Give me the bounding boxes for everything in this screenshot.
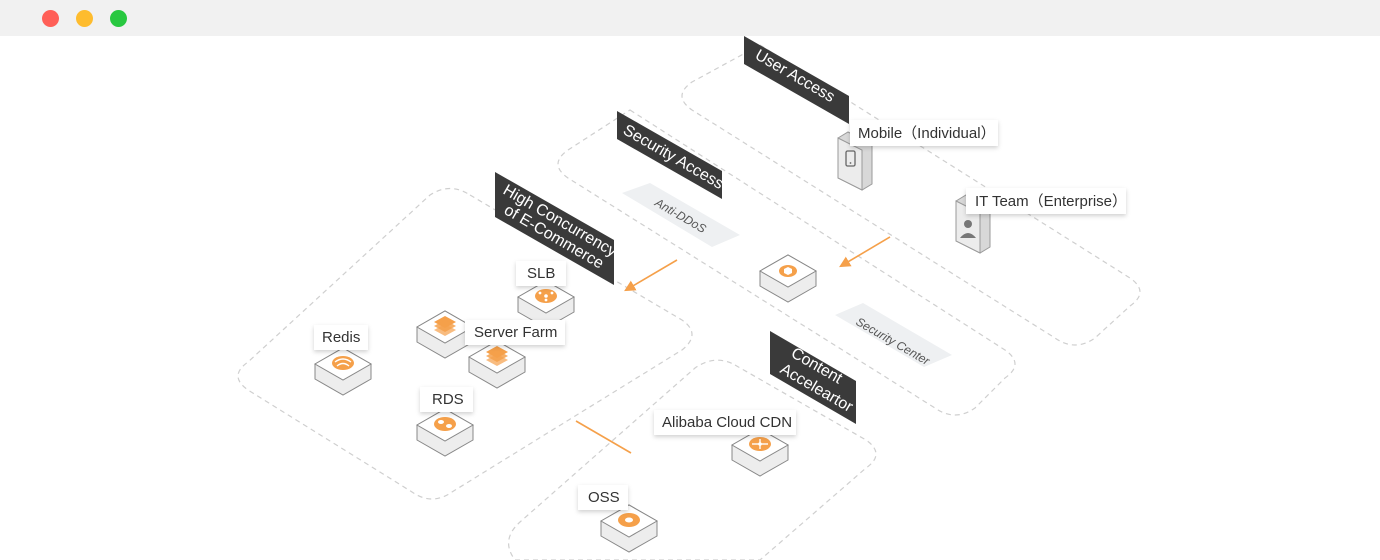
zone-content-accelerator-outline <box>508 359 877 560</box>
zone-high-concurrency-outline <box>237 187 693 500</box>
arrow-user-to-security <box>839 236 891 268</box>
close-window-button[interactable] <box>42 10 59 27</box>
svg-text:OSS: OSS <box>588 489 620 506</box>
zone-security-access-outline <box>557 109 1016 416</box>
svg-text:IT Team（Enterprise）: IT Team（Enterprise） <box>975 193 1127 210</box>
redis-icon <box>332 356 354 370</box>
svg-text:Redis: Redis <box>322 329 360 346</box>
svg-text:Alibaba Cloud CDN: Alibaba Cloud CDN <box>662 414 792 431</box>
svg-text:Security Access: Security Access <box>620 122 726 193</box>
connector-ecommerce-to-cdn <box>575 420 632 454</box>
security-shield-tile[interactable] <box>758 254 818 303</box>
zone-banner-user-access: User Access <box>744 36 849 124</box>
storage-icon <box>618 513 640 527</box>
arrow-security-to-ecommerce <box>624 259 678 292</box>
oss-tile[interactable] <box>599 504 659 553</box>
svg-text:RDS: RDS <box>432 391 464 408</box>
node-label-it-team: IT Team（Enterprise） <box>966 188 1127 214</box>
person-icon <box>960 220 976 238</box>
maximize-window-button[interactable] <box>110 10 127 27</box>
zone-user-access-outline <box>681 44 1141 346</box>
node-label-redis: Redis <box>314 325 368 350</box>
svg-text:Mobile（Individual）: Mobile（Individual） <box>858 125 996 142</box>
tag-anti-ddos: Anti-DDoS <box>622 183 740 247</box>
node-label-server-farm: Server Farm <box>465 320 565 345</box>
cdn-tile[interactable] <box>730 428 790 477</box>
database-icon <box>434 417 456 431</box>
node-label-rds: RDS <box>420 387 473 412</box>
server-stack-icon <box>486 346 508 366</box>
node-label-mobile: Mobile（Individual） <box>850 120 998 146</box>
zone-banner-security-access: Security Access <box>617 111 726 199</box>
svg-text:Server Farm: Server Farm <box>474 324 557 341</box>
minimize-window-button[interactable] <box>76 10 93 27</box>
phone-icon <box>845 150 856 167</box>
node-label-slb: SLB <box>516 261 566 286</box>
node-label-cdn: Alibaba Cloud CDN <box>654 410 796 435</box>
svg-text:SLB: SLB <box>527 265 555 282</box>
server-farm-tile-front[interactable] <box>467 340 527 389</box>
redis-tile[interactable] <box>313 347 373 396</box>
node-label-oss: OSS <box>578 485 628 510</box>
server-farm-tile-back[interactable] <box>415 310 475 359</box>
mobile-device[interactable] <box>837 131 873 191</box>
title-bar <box>0 0 1380 36</box>
rds-tile[interactable] <box>415 408 475 457</box>
cdn-icon <box>749 437 771 451</box>
slb-tile[interactable] <box>516 280 576 329</box>
svg-text:User Access: User Access <box>752 47 838 106</box>
load-balancer-icon <box>535 289 557 303</box>
server-stack-icon <box>434 316 456 336</box>
shield-icon <box>779 265 797 277</box>
tag-security-center: Security Center <box>835 303 952 368</box>
